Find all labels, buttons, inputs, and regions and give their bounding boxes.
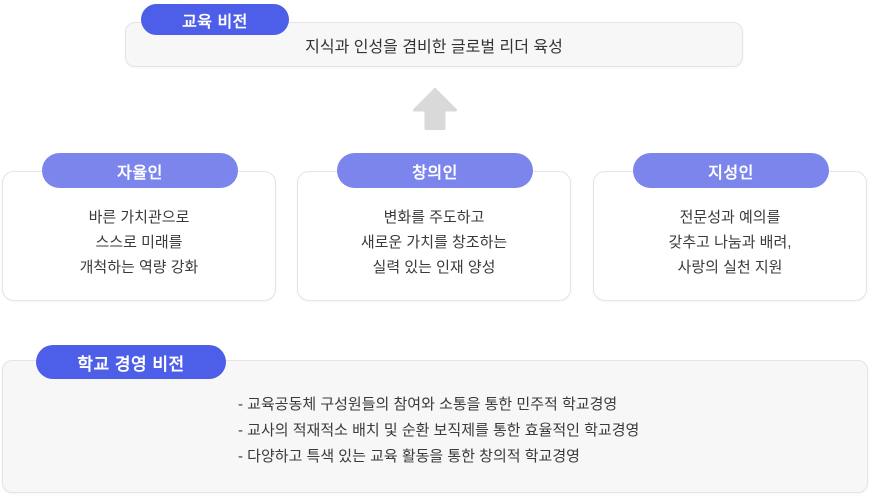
pillar-badge-creative: 창의인	[337, 153, 533, 188]
management-vision-bullets: - 교육공동체 구성원들의 참여와 소통을 통한 민주적 학교경영 - 교사의 …	[238, 392, 639, 470]
education-vision-badge: 교육 비전	[141, 4, 289, 35]
pillar-description: 변화를 주도하고 새로운 가치를 창조하는 실력 있는 인재 양성	[298, 205, 570, 280]
pillar-description: 바른 가치관으로 스스로 미래를 개척하는 역량 강화	[3, 205, 275, 280]
up-arrow-icon	[413, 88, 457, 130]
pillar-line: 사랑의 실천 지원	[677, 259, 783, 276]
pillar-line: 새로운 가치를 창조하는	[360, 234, 508, 251]
pillar-card-intellectual: 지성인 전문성과 예의를 갖추고 나눔과 배려, 사랑의 실천 지원	[593, 153, 867, 301]
management-bullet: - 다양하고 특색 있는 교육 활동을 통한 창의적 학교경영	[238, 448, 580, 465]
management-vision-badge: 학교 경영 비전	[36, 345, 226, 379]
management-vision-box	[2, 360, 868, 493]
pillar-line: 변화를 주도하고	[383, 209, 485, 226]
education-vision-statement: 지식과 인성을 겸비한 글로벌 리더 육성	[305, 38, 563, 56]
management-bullet: - 교사의 적재적소 배치 및 순환 보직제를 통한 효율적인 학교경영	[238, 422, 640, 439]
pillar-line: 갖추고 나눔과 배려,	[668, 234, 792, 251]
pillar-line: 실력 있는 인재 양성	[372, 259, 496, 276]
management-bullet: - 교육공동체 구성원들의 참여와 소통을 통한 민주적 학교경영	[238, 396, 618, 413]
pillar-line: 바른 가치관으로	[88, 209, 190, 226]
pillar-badge-autonomous: 자율인	[42, 153, 238, 188]
pillar-description: 전문성과 예의를 갖추고 나눔과 배려, 사랑의 실천 지원	[594, 205, 866, 280]
pillar-line: 스스로 미래를	[95, 234, 183, 251]
pillar-line: 전문성과 예의를	[679, 209, 781, 226]
pillar-card-creative: 창의인 변화를 주도하고 새로운 가치를 창조하는 실력 있는 인재 양성	[297, 153, 571, 301]
pillar-card-autonomous: 자율인 바른 가치관으로 스스로 미래를 개척하는 역량 강화	[2, 153, 276, 301]
pillar-badge-intellectual: 지성인	[633, 153, 829, 188]
pillar-line: 개척하는 역량 강화	[79, 259, 199, 276]
